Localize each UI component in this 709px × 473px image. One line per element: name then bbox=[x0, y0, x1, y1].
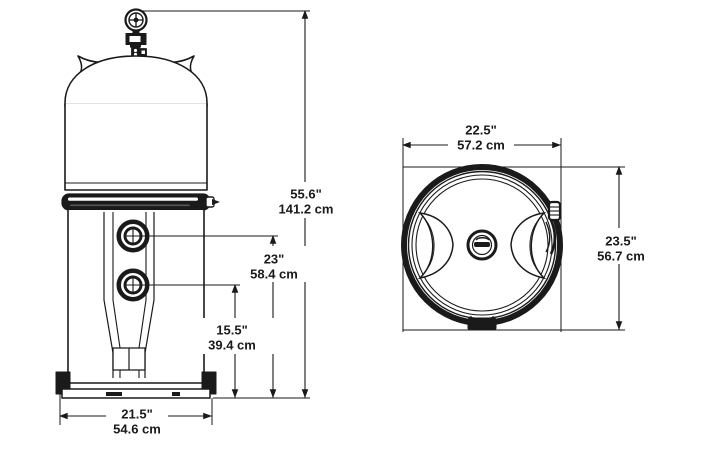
top-view-center-hub bbox=[466, 229, 498, 261]
base-width-inches: 21.5" bbox=[121, 406, 152, 421]
top-view-depth-inches: 23.5" bbox=[605, 233, 636, 248]
top-view-dimensions bbox=[401, 138, 664, 332]
overall-height-inches: 55.6" bbox=[290, 186, 321, 201]
top-view-foot bbox=[467, 316, 497, 331]
upper-port-height-cm: 58.4 cm bbox=[250, 266, 298, 281]
clamp-band bbox=[61, 193, 220, 211]
base-width-cm: 54.6 cm bbox=[113, 421, 161, 436]
top-view-width-cm: 57.2 cm bbox=[457, 137, 505, 152]
top-view-clamp-latch bbox=[545, 200, 562, 255]
lower-port-height-cm: 39.4 cm bbox=[208, 337, 256, 352]
top-view-depth-cm: 56.7 cm bbox=[597, 248, 645, 263]
front-view bbox=[55, 8, 220, 399]
top-view bbox=[401, 164, 563, 331]
top-view-width-inches: 22.5" bbox=[465, 122, 496, 137]
tank-lid-dome bbox=[64, 55, 208, 191]
top-view-outer-ring bbox=[401, 164, 563, 326]
lower-port-height-inches: 15.5" bbox=[216, 322, 247, 337]
top-view-handle-wing bbox=[417, 211, 547, 280]
outlet-port-fitting bbox=[116, 219, 150, 253]
overall-height-cm: 141.2 cm bbox=[279, 201, 334, 216]
upper-port-height-inches: 23" bbox=[264, 251, 285, 266]
front-view-dimensions bbox=[58, 9, 350, 425]
clamp-band-latch bbox=[205, 196, 220, 208]
pressure-gauge bbox=[124, 8, 148, 34]
base-pad bbox=[61, 388, 211, 399]
drain-plug bbox=[112, 347, 146, 371]
inlet-port-fitting bbox=[116, 268, 150, 302]
